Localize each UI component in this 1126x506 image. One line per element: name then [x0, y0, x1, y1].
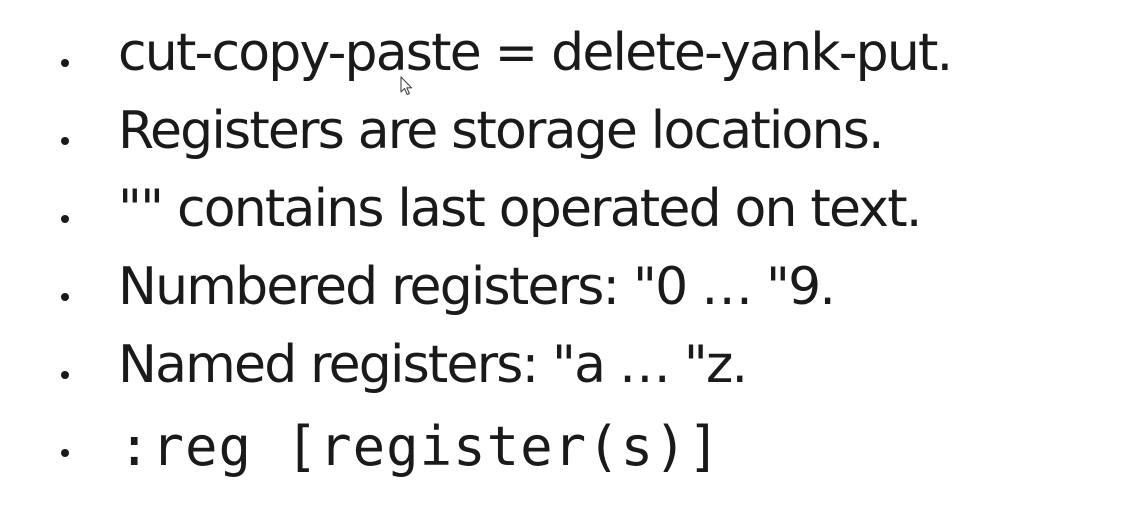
bullet-dot-icon [61, 215, 69, 223]
bullet-text: Registers are storage locations. [118, 101, 885, 161]
bullet-list: cut-copy-paste = delete-yank-put. Regist… [56, 14, 1116, 482]
mouse-pointer-icon [400, 76, 413, 96]
bullet-text-code: :reg [register(s)] [118, 415, 722, 478]
bullet-item: Registers are storage locations. [56, 92, 1116, 170]
bullet-text: cut-copy-paste = delete-yank-put. [118, 23, 953, 83]
bullet-item: "" contains last operated on text. [56, 170, 1116, 248]
bullet-text: "" contains last operated on text. [118, 179, 922, 239]
bullet-dot-icon [61, 449, 69, 457]
bullet-text: Numbered registers: "0 … "9. [118, 257, 836, 317]
bullet-item: Numbered registers: "0 … "9. [56, 248, 1116, 326]
bullet-item: Named registers: "a … "z. [56, 326, 1116, 404]
bullet-text: Named registers: "a … "z. [118, 335, 748, 395]
bullet-dot-icon [61, 293, 69, 301]
bullet-dot-icon [61, 59, 69, 67]
bullet-item: :reg [register(s)] [56, 404, 1116, 482]
bullet-dot-icon [61, 137, 69, 145]
bullet-dot-icon [61, 371, 69, 379]
bullet-item: cut-copy-paste = delete-yank-put. [56, 14, 1116, 92]
